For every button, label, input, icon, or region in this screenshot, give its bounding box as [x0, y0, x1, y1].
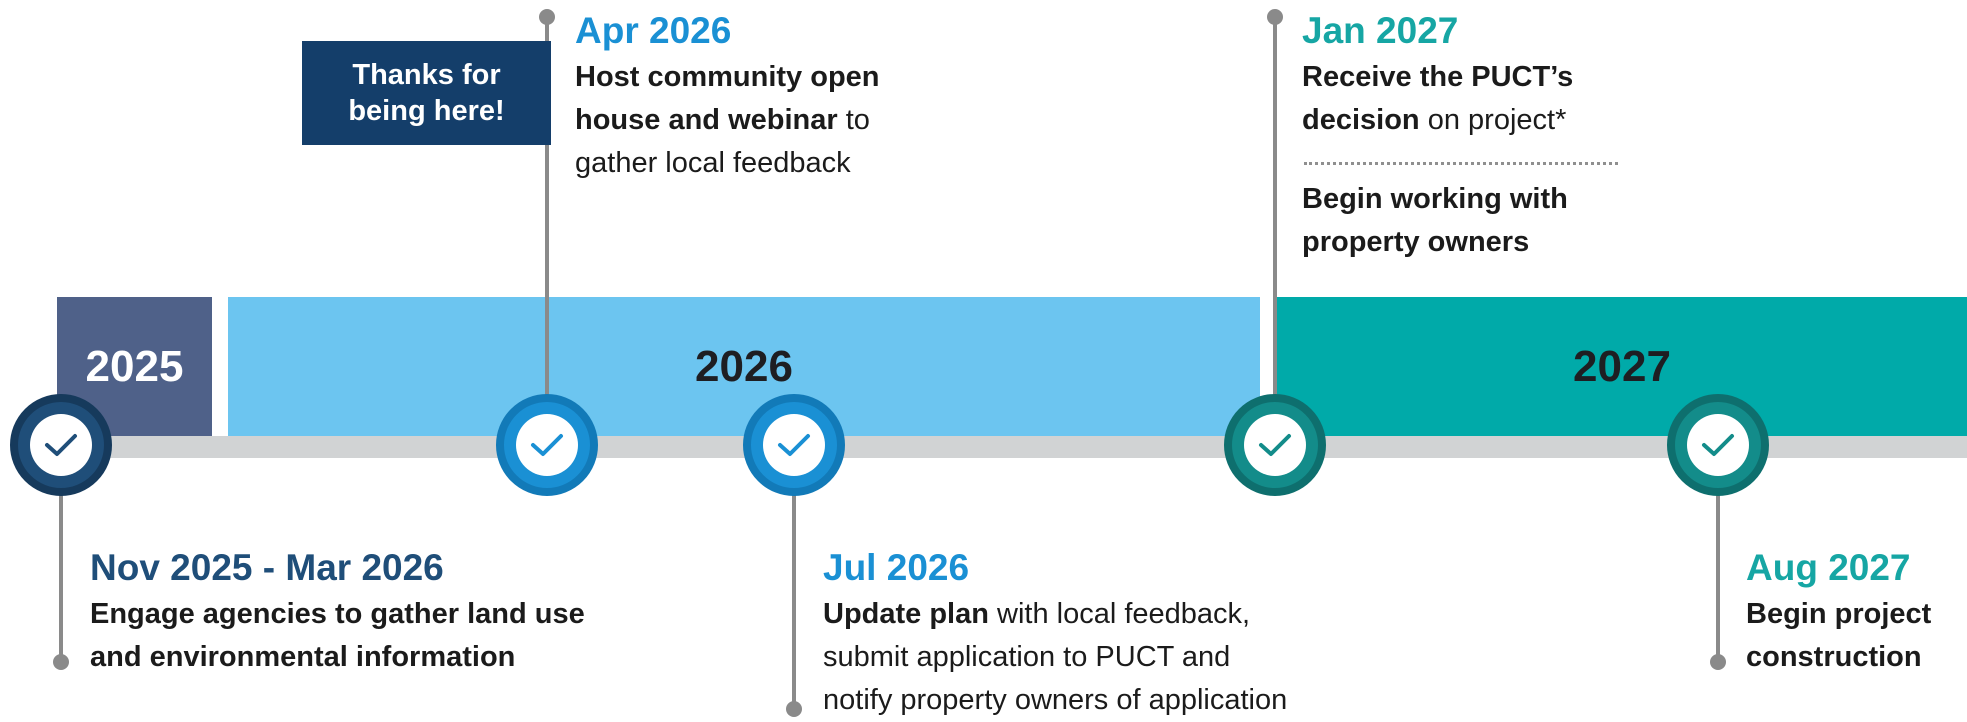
- milestone-marker-jan2027: [1224, 394, 1326, 496]
- connector-dot-jan2027: [1267, 9, 1283, 25]
- jan2027-line1: Receive the PUCT’s: [1302, 61, 1574, 93]
- jan2027-line2-rest: on project*: [1419, 104, 1567, 136]
- milestone-marker-aug2027: [1667, 394, 1769, 496]
- checkmark-icon: [531, 434, 563, 456]
- jul2026-line1-rest: with local feedback,: [988, 598, 1251, 630]
- jul2026-line3: notify property owners of application: [823, 684, 1288, 716]
- year-label-2027: 2027: [1573, 341, 1671, 391]
- nov2025-line1: Engage agencies to gather land use: [90, 598, 585, 630]
- milestone-desc-jul2026: Update plan with local feedback, submit …: [823, 593, 1287, 722]
- connector-line-apr2026: [545, 18, 549, 397]
- apr2026-line2-bold: house and webinar: [575, 104, 838, 136]
- jul2026-line1-bold: Update plan: [823, 598, 989, 630]
- milestone-desc-jan2027-b: Begin working with property owners: [1302, 178, 1568, 264]
- year-band-2026: 2026: [228, 297, 1260, 436]
- milestone-marker-nov2025: [10, 394, 112, 496]
- jan2027-line3: Begin working with: [1302, 183, 1568, 215]
- nov2025-line2: and environmental information: [90, 641, 516, 673]
- milestone-marker-apr2026: [496, 394, 598, 496]
- year-band-2027: 2027: [1277, 297, 1967, 436]
- aug2027-line2: construction: [1746, 641, 1922, 673]
- connector-line-jul2026: [792, 490, 796, 710]
- callout-line-1: Thanks for: [352, 59, 501, 91]
- milestone-desc-apr2026: Host community open house and webinar to…: [575, 56, 880, 185]
- milestone-date-apr2026: Apr 2026: [575, 10, 732, 51]
- year-label-2025: 2025: [85, 341, 184, 391]
- milestone-date-aug2027: Aug 2027: [1746, 547, 1911, 588]
- aug2027-line1: Begin project: [1746, 598, 1932, 630]
- checkmark-icon: [778, 434, 810, 456]
- connector-dot-aug2027: [1710, 654, 1726, 670]
- milestone-date-nov2025: Nov 2025 - Mar 2026: [90, 547, 444, 588]
- milestone-desc-nov2025: Engage agencies to gather land use and e…: [90, 593, 585, 679]
- milestone-date-jan2027: Jan 2027: [1302, 10, 1459, 51]
- milestone-date-jul2026: Jul 2026: [823, 547, 970, 588]
- connector-dot-jul2026: [786, 701, 802, 717]
- milestone-desc-jan2027-a: Receive the PUCT’s decision on project*: [1302, 56, 1573, 142]
- jan2027-line4: property owners: [1302, 226, 1530, 258]
- dotted-divider: [1304, 162, 1618, 165]
- connector-line-nov2025: [59, 490, 63, 661]
- jul2026-line2: submit application to PUCT and: [823, 641, 1231, 673]
- checkmark-icon: [45, 434, 77, 456]
- connector-dot-nov2025: [53, 654, 69, 670]
- milestone-marker-jul2026: [743, 394, 845, 496]
- apr2026-line2-rest: to: [837, 104, 870, 136]
- milestone-desc-aug2027: Begin project construction: [1746, 593, 1931, 679]
- checkmark-icon: [1259, 434, 1291, 456]
- thanks-callout: Thanks for being here!: [302, 41, 551, 145]
- connector-line-jan2027: [1273, 18, 1277, 397]
- apr2026-line1: Host community open: [575, 61, 880, 93]
- apr2026-line3: gather local feedback: [575, 147, 851, 179]
- year-label-2026: 2026: [695, 341, 793, 391]
- callout-line-2: being here!: [348, 95, 505, 127]
- connector-dot-apr2026: [539, 9, 555, 25]
- connector-line-aug2027: [1716, 490, 1720, 661]
- checkmark-icon: [1702, 434, 1734, 456]
- jan2027-line2-bold: decision: [1302, 104, 1420, 136]
